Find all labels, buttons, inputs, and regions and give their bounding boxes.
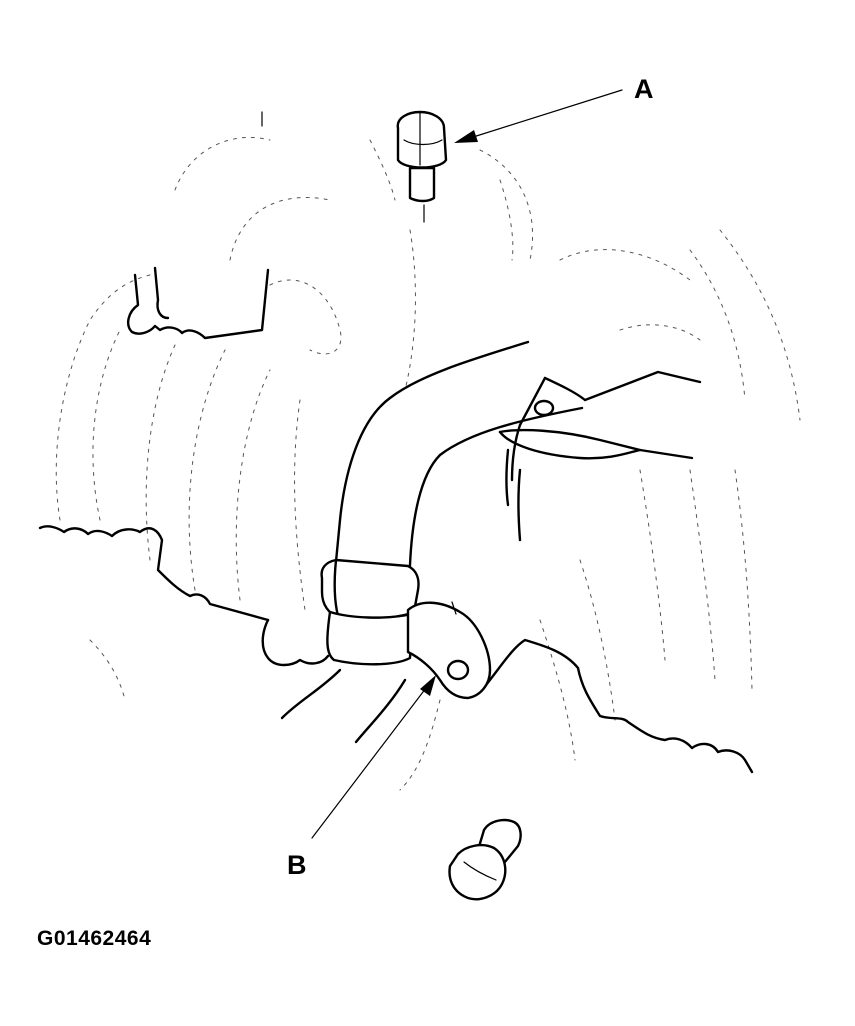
leader-arrow-a <box>454 89 623 143</box>
engine-body <box>38 111 754 774</box>
pipe-clamp <box>320 558 492 700</box>
curved-pipe <box>333 340 584 580</box>
callout-label-b: B <box>287 850 307 880</box>
bolt-b-icon <box>448 818 522 901</box>
callout-label-a: A <box>634 74 654 104</box>
background-engine-outlines <box>55 136 801 791</box>
figure-id: G01462464 <box>37 927 152 950</box>
bolt-a-icon <box>396 110 448 223</box>
leader-arrow-b <box>311 675 436 839</box>
